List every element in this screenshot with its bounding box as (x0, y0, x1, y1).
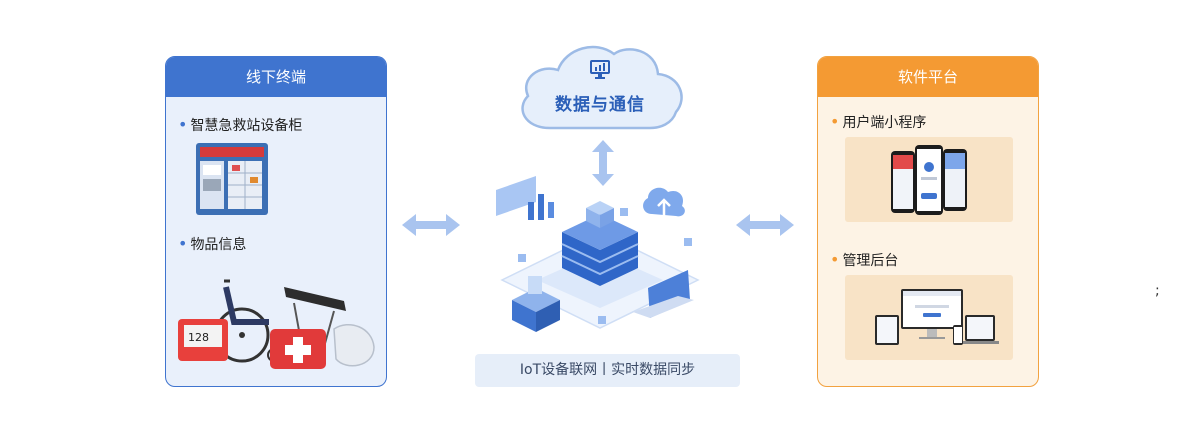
bullet-dot: • (178, 115, 188, 134)
double-arrow-right (736, 214, 794, 236)
bullet-dot: • (830, 112, 840, 131)
admin-label-text: 管理后台 (842, 253, 899, 269)
items-label-text: 物品信息 (190, 237, 247, 253)
server-network-illustration (496, 176, 700, 332)
admin-screenshot (845, 275, 1013, 360)
bullet-dot: • (178, 234, 188, 253)
devices-image (875, 289, 999, 345)
stray-semicolon: ; (1155, 283, 1160, 299)
items-label: •物品信息 (178, 234, 246, 254)
offline-terminal-title: 线下终端 (166, 57, 386, 97)
mini-program-label-text: 用户端小程序 (842, 115, 927, 131)
cabinet-label: •智慧急救站设备柜 (178, 115, 302, 135)
mini-program-screenshot (845, 137, 1013, 222)
svg-text:128: 128 (188, 331, 209, 344)
offline-terminal-panel: 线下终端 •智慧急救站设备柜 •物品信息 128 (165, 56, 387, 387)
cloud-title: 数据与通信 (555, 95, 645, 115)
admin-label: •管理后台 (830, 250, 898, 270)
phones-image (891, 145, 967, 215)
software-platform-title: 软件平台 (818, 57, 1038, 97)
bullet-dot: • (830, 250, 840, 269)
medical-items-image: 128 (178, 279, 375, 369)
cabinet-label-text: 智慧急救站设备柜 (190, 118, 303, 134)
double-arrow-vertical (592, 140, 614, 186)
double-arrow-left (402, 214, 460, 236)
cloud-shape (521, 45, 683, 130)
mini-program-label: •用户端小程序 (830, 112, 926, 132)
emergency-cabinet-image (196, 143, 268, 215)
iot-caption: IoT设备联网丨实时数据同步 (475, 354, 740, 387)
monitor-chart-icon (590, 60, 610, 79)
software-platform-panel: 软件平台 •用户端小程序 •管理后台 (817, 56, 1039, 387)
